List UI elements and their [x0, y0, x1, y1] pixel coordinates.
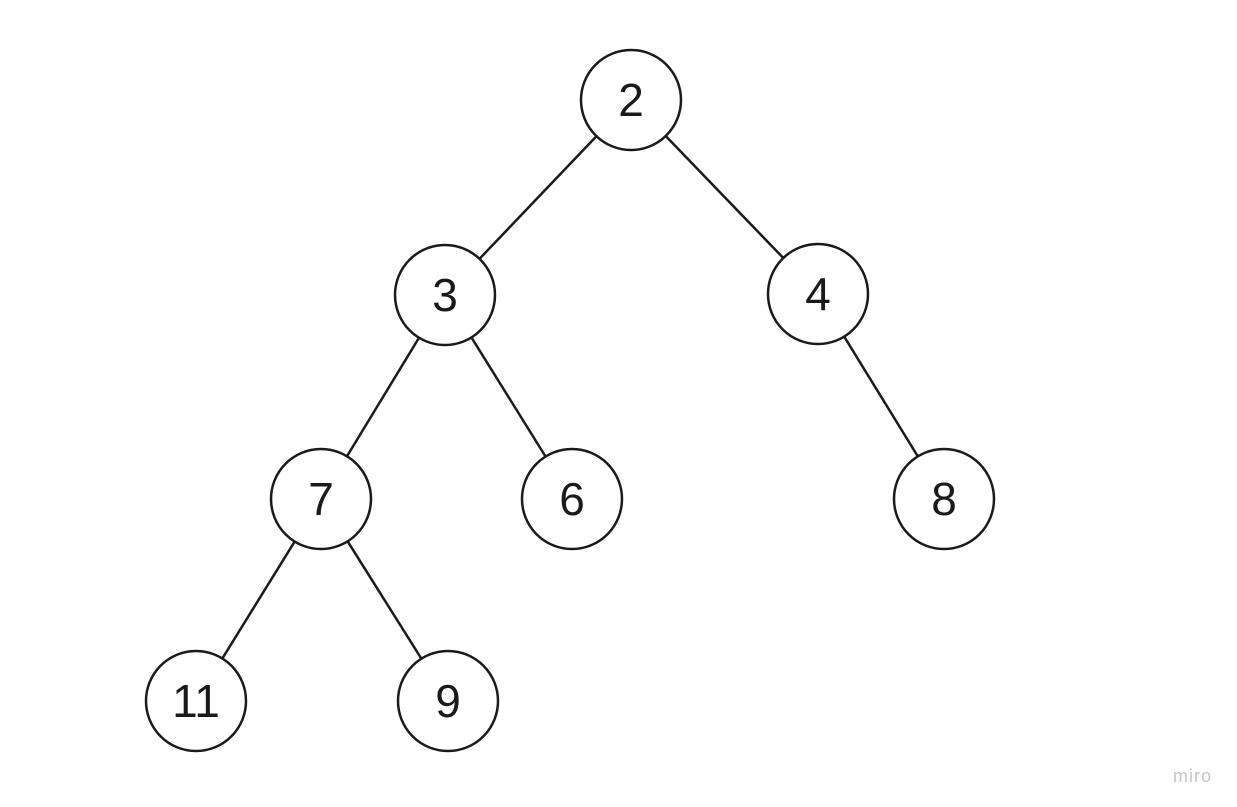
node-label-11: 11	[172, 675, 220, 727]
tree-node-7[interactable]: 7	[269, 447, 373, 551]
tree-node-3[interactable]: 3	[393, 243, 497, 347]
node-label-8: 8	[931, 473, 957, 525]
tree-node-11[interactable]: 11	[144, 649, 248, 753]
nodes-layer: 2 3 4 7 6 8 11 9	[144, 48, 996, 753]
miro-watermark: miro	[1173, 766, 1212, 786]
node-label-3: 3	[432, 269, 458, 321]
tree-node-4[interactable]: 4	[766, 242, 870, 346]
node-circle-3[interactable]	[393, 243, 497, 347]
node-label-9: 9	[435, 675, 461, 727]
node-circle-4[interactable]	[766, 242, 870, 346]
tree-node-2[interactable]: 2	[579, 48, 683, 152]
node-label-4: 4	[805, 268, 831, 320]
node-circle-2[interactable]	[579, 48, 683, 152]
node-circle-6[interactable]	[520, 447, 624, 551]
node-circle-11[interactable]	[144, 649, 248, 753]
node-circle-7[interactable]	[269, 447, 373, 551]
tree-node-6[interactable]: 6	[520, 447, 624, 551]
node-circle-9[interactable]	[396, 649, 500, 753]
tree-node-8[interactable]: 8	[892, 447, 996, 551]
node-label-7: 7	[308, 473, 334, 525]
node-label-2: 2	[618, 74, 644, 126]
node-circle-8[interactable]	[892, 447, 996, 551]
node-label-6: 6	[559, 473, 585, 525]
edges-layer	[194, 99, 946, 702]
tree-node-9[interactable]: 9	[396, 649, 500, 753]
